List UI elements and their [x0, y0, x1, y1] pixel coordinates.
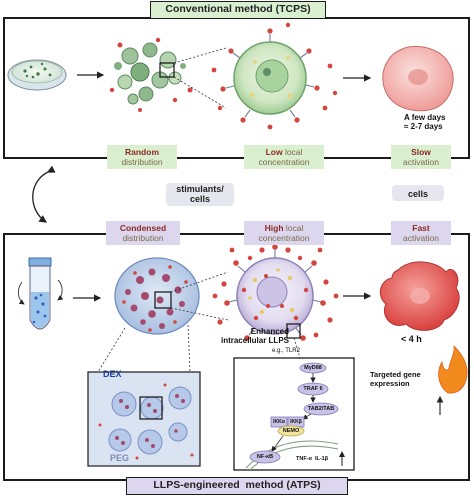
- red-cell-nucleus: [410, 288, 430, 304]
- label-concentration-word-bottom: concentration: [258, 233, 310, 243]
- node-tab: TAB2/TAB: [307, 406, 335, 412]
- label-local-word-bottom: local: [285, 223, 304, 233]
- pathway-diagram: [245, 362, 345, 471]
- node-ikka: IKKα: [273, 419, 285, 425]
- cells-box: cells: [392, 185, 444, 201]
- eg-tlr2-label: e.g., TLR2: [272, 348, 300, 354]
- time-line2: ≈ 2-7 days: [404, 122, 443, 131]
- label-random-word: Random: [125, 147, 159, 157]
- zoom-line-bottom-3: [97, 327, 126, 373]
- label-high-concentration: High local concentration: [244, 221, 324, 245]
- top-title: Conventional method (TCPS): [150, 1, 326, 19]
- label-high-word: High: [264, 223, 284, 233]
- label-low-word: Low: [265, 147, 283, 157]
- condensed-droplet: [114, 257, 200, 335]
- label-slow-activation: Slow activation: [391, 145, 451, 169]
- label-fast-word: Fast: [412, 223, 430, 233]
- node-traf6: TRAF 6: [303, 386, 323, 392]
- targeted-gene-label: Targeted gene expression: [370, 370, 440, 388]
- label-low-concentration: Low local concentration: [244, 145, 324, 169]
- petri-dish-icon: [7, 59, 67, 91]
- label-concentration-word: concentration: [258, 157, 310, 167]
- zoom-line-top-1: [173, 47, 227, 64]
- time-few-days: A few days ≈ 2-7 days: [404, 113, 464, 131]
- atps-droplets: [98, 383, 194, 460]
- stimulants-line1: stimulants/: [176, 184, 224, 194]
- cytokines-label: TNF-α IL-1β: [296, 456, 329, 462]
- time-under-4h: < 4 h: [401, 334, 422, 344]
- stimulants-line2: cells: [189, 194, 211, 204]
- peg-label: PEG: [110, 453, 130, 463]
- flame-icon: [438, 344, 468, 394]
- tube-icon: [17, 257, 64, 330]
- node-nemo: NEMO: [282, 428, 300, 434]
- targeted-line2: expression: [370, 379, 410, 388]
- zoom-line-bottom-4: [187, 324, 191, 373]
- label-local-word: local: [284, 147, 303, 157]
- bottom-title: LLPS-engineered method (ATPS): [126, 477, 348, 495]
- node-nfkb: NF-κB: [256, 454, 274, 460]
- zoom-line-pathway: [293, 337, 301, 359]
- node-myd88: MyD88: [304, 365, 322, 371]
- label-fast-activation: Fast activation: [391, 221, 451, 245]
- label-condensed-distribution: Condensed distribution: [106, 221, 180, 245]
- enhanced-llps-label: Enhanced intracellular LLPS: [199, 327, 289, 345]
- label-activation-word: activation: [403, 157, 439, 167]
- targeted-line1: Targeted gene: [370, 370, 421, 379]
- dex-label: DEX: [103, 369, 122, 379]
- label-distribution-word-bottom: distribution: [122, 233, 164, 243]
- zoom-line-top-2: [173, 76, 227, 109]
- time-line1: A few days: [404, 113, 446, 122]
- label-distribution-word: distribution: [121, 157, 163, 167]
- green-cell-low-concentration: [211, 22, 338, 130]
- node-ikkb: IKKβ: [290, 419, 302, 425]
- enhanced-line2: intracellular LLPS: [220, 336, 289, 345]
- pink-cell-nucleus: [408, 69, 428, 85]
- cycle-arrow: [32, 165, 56, 223]
- enhanced-line1: Enhanced: [250, 327, 289, 336]
- stimulants-cells-box: stimulants/ cells: [166, 183, 234, 206]
- purple-cell-high-concentration: [212, 244, 339, 341]
- label-slow-word: Slow: [411, 147, 431, 157]
- pathway-inset-box: [233, 357, 355, 471]
- zoom-line-bottom-2: [170, 307, 229, 321]
- label-condensed-word: Condensed: [119, 223, 167, 233]
- label-random-distribution: Random distribution: [107, 145, 177, 169]
- label-activation-word-bottom: activation: [403, 233, 439, 243]
- random-cell-cluster: [109, 37, 193, 112]
